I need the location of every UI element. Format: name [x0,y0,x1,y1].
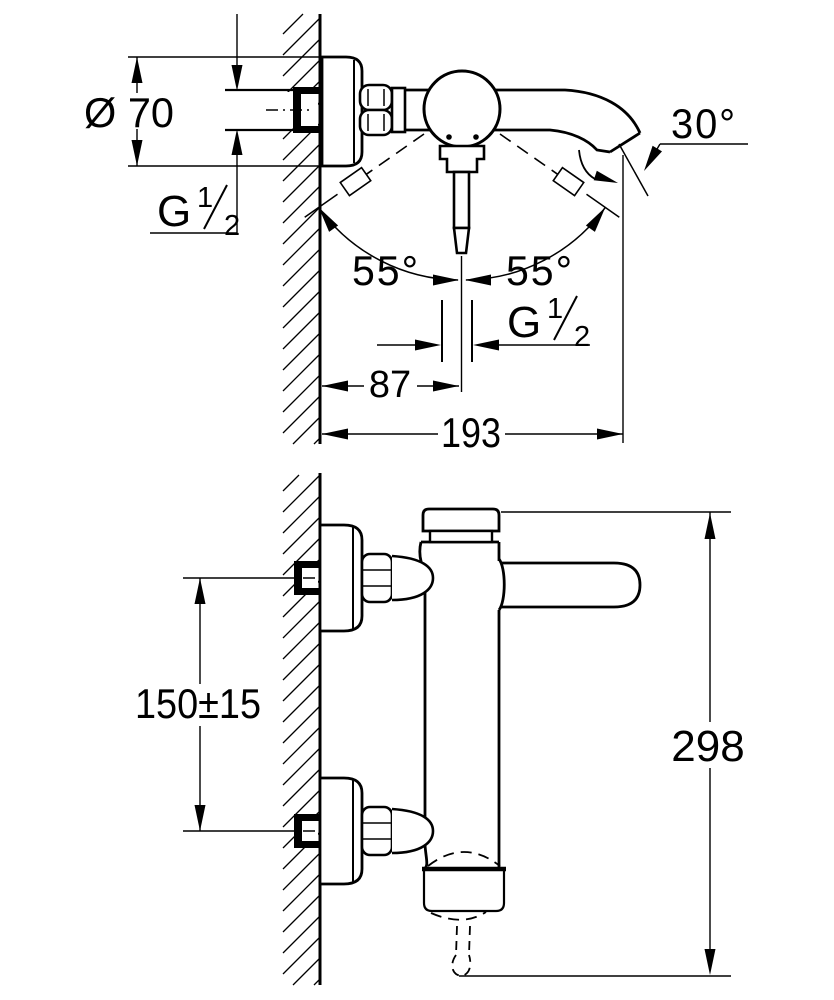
hex-nut-upper [360,552,394,604]
hex-nut-lower [360,805,394,857]
wall-to-center-label: 87 [369,364,411,406]
thread-denominator: 2 [224,210,240,242]
dim-arrow [194,805,206,831]
inlet-thread-section [293,87,320,133]
dim-arrow [473,339,499,351]
top-view: Ø 70 G 1 2 55° 55° 30° G [84,13,748,456]
ghost-collar-right [552,166,585,197]
lever-tip [452,226,471,255]
dim-flange-diameter: Ø 70 [84,56,332,167]
swing-angle-left-label: 55° [352,247,420,294]
spout-hidden-arc-lower [430,911,487,921]
angle-reference-line [618,143,649,197]
fraction-slash [553,295,578,341]
water-stream [451,925,472,977]
bottom-outlet-edges [441,300,473,362]
mounting-flange-top [320,55,364,168]
cap-ring [428,529,494,544]
flange-upper [318,523,364,633]
arc-arrow-right-center [465,274,491,286]
flange-lower [318,776,364,886]
thread-numerator: 1 [547,293,563,325]
hex-nut-facets-top [367,89,385,131]
aerator-band [422,871,506,913]
inlet-distance-label: 150±15 [135,680,261,727]
spout-mouth-face [609,131,641,154]
arc-arrow-right-outer [585,207,606,232]
cartridge-cap [421,507,501,533]
flow-arrow [593,170,618,183]
ghost-collar-left [339,166,372,197]
hex-nut-top-b [358,108,394,137]
dim-arrow [322,428,348,440]
union-dome-upper [391,554,435,602]
inlet-nipple-upper [294,561,320,595]
knob-dot-left [446,134,452,140]
overall-height-label: 298 [671,722,744,771]
arc-arrow-left-center [433,274,459,286]
swing-angle-right-label: 55° [506,247,574,294]
dim-outlet-thread: G 1 2 [377,293,590,353]
flow-direction-arc [578,149,596,180]
leader-arrow [644,145,662,171]
body-left-edge [418,541,429,871]
dim-arrow [704,949,716,975]
lever-arm [500,561,642,609]
dim-arrow [194,578,206,604]
knob-dot-right [473,134,479,140]
dim-inlet-distance: 150±15 [135,577,315,832]
thread-base: G [507,298,541,347]
dim-arrow [322,380,348,392]
dim-arrow [433,380,459,392]
thread-denominator: 2 [574,321,590,353]
angle-legs [304,193,620,218]
hex-nut-facets-lower [362,822,392,840]
thread-base: G [157,187,191,236]
dim-arrow [231,129,243,155]
arc-arrow-left-outer [318,207,339,232]
dim-arrow [131,57,143,83]
dim-arrow [131,140,143,166]
fraction-slash [203,184,228,230]
dim-overall-height: 298 [459,511,745,977]
wall-hatching-top [282,13,321,445]
spout-inner-line [405,128,611,154]
lever-collar [438,144,486,174]
dim-wall-to-center: 87 [322,364,459,406]
lever-pivot-bump [497,558,506,611]
dim-wall-to-spout-tip: 193 [322,155,624,456]
flange-diameter-label: Ø 70 [84,89,174,136]
lever-swing-range [304,133,620,392]
dim-arrow [231,65,243,91]
wall-hatching-side [282,474,321,986]
hex-nut-top-a [358,83,394,112]
dim-wall-thread: G 1 2 [150,14,243,242]
lever-shaft [452,170,471,230]
spout-outer-line [405,88,642,134]
union-dome-lower [391,807,435,855]
spout-angle-label: 30° [671,100,737,147]
dim-arrow [415,339,441,351]
dim-spout-angle: 30° [578,100,748,197]
side-view: 150±15 298 [135,473,745,986]
thread-numerator: 1 [197,182,213,214]
inlet-nipple-lower [294,814,320,848]
dim-arrow [704,513,716,539]
dim-arrow [597,428,623,440]
wall-to-spout-label: 193 [441,409,501,456]
cartridge-knob [422,69,502,149]
union-ring-top [390,86,407,134]
spout-hidden-arc-upper [427,851,501,867]
hex-nut-facets-upper [362,569,392,587]
